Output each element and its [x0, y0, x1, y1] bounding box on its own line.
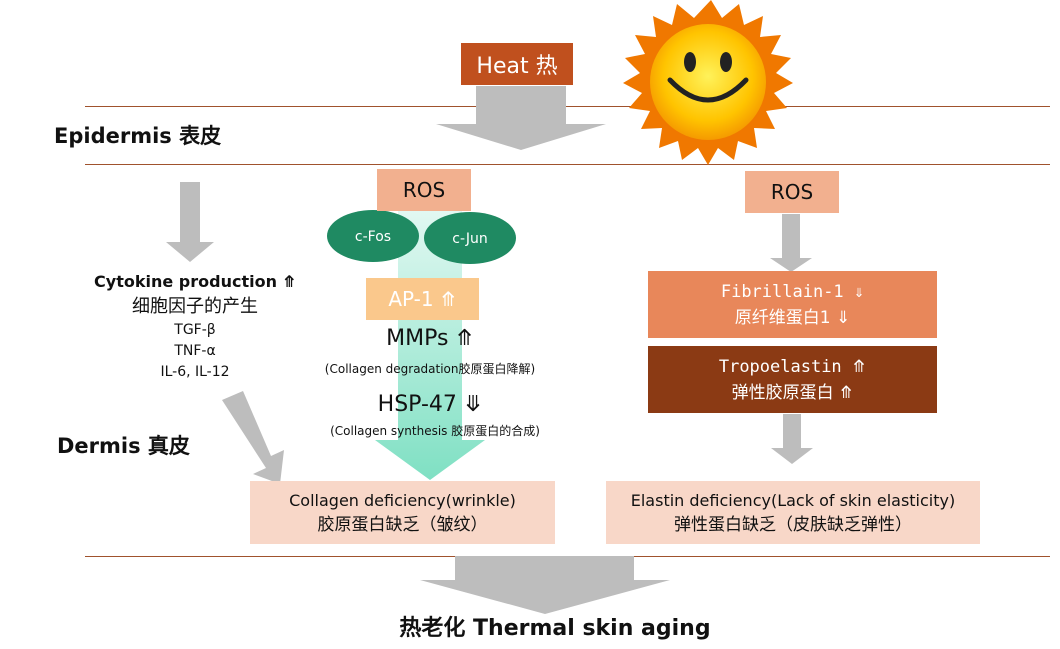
- elastin-deficiency-box: Elastin deficiency(Lack of skin elastici…: [606, 481, 980, 544]
- tropoelastin-label-en: Tropoelastin ⤊: [718, 356, 867, 377]
- fibrillin-label-cn: 原纤维蛋白1 ⇓: [734, 307, 851, 328]
- cytokine-item: TGF-β: [174, 322, 216, 338]
- mmps-label: MMPs ⤊: [386, 326, 474, 351]
- collagen-deficiency-box: Collagen deficiency(wrinkle) 胶原蛋白缺乏（皱纹）: [250, 481, 555, 544]
- thermal-aging-result: 热老化 Thermal skin aging: [399, 616, 711, 641]
- c-fos-ellipse: [327, 210, 419, 262]
- fibrillin-label-en: Fibrillain-1 ⇓: [720, 281, 865, 302]
- ros-label: ROS: [770, 180, 814, 204]
- right-bottom-arrow: [771, 414, 813, 464]
- cytokine-item: IL-6, IL-12: [160, 364, 230, 380]
- c-jun-label-box: c-Jun: [424, 226, 516, 252]
- ros-box-middle: ROS: [377, 169, 471, 211]
- tropoelastin-label-cn: 弹性胶原蛋白 ⤊: [731, 382, 854, 403]
- cytokine-title: Cytokine production ⤊: [94, 272, 296, 291]
- left-down-arrow: [166, 182, 214, 262]
- tropoelastin-box: Tropoelastin ⤊ 弹性胶原蛋白 ⤊: [648, 346, 937, 413]
- c-fos-label-box: c-Fos: [327, 224, 419, 250]
- epidermis-bottom-line: [85, 164, 1050, 165]
- c-jun-label: c-Jun: [452, 231, 488, 247]
- ap1-label: AP-1 ⤊: [388, 287, 457, 311]
- ap1-box: AP-1 ⤊: [366, 278, 479, 320]
- hsp-label: HSP-47 ⤋: [377, 392, 483, 417]
- epidermis-top-line: [85, 106, 1050, 107]
- heat-label: Heat 热: [476, 54, 558, 79]
- cytokine-subtitle: 细胞因子的产生: [132, 296, 258, 317]
- collagen-deficiency-cn: 胶原蛋白缺乏（皱纹）: [317, 514, 488, 535]
- bottom-down-arrow: [420, 556, 670, 614]
- mmps-note: (Collagen degradation胶原蛋白降解): [324, 362, 536, 376]
- c-jun-ellipse: [424, 212, 516, 264]
- c-fos-label: c-Fos: [354, 229, 392, 245]
- ros-box-right: ROS: [745, 171, 839, 213]
- elastin-deficiency-en: Elastin deficiency(Lack of skin elastici…: [630, 490, 956, 510]
- middle-gradient-arrow: [375, 210, 485, 480]
- epidermis-label: Epidermis 表皮: [54, 124, 222, 148]
- sun-icon: [623, 0, 793, 165]
- fibrillin-box: Fibrillain-1 ⇓ 原纤维蛋白1 ⇓: [648, 271, 937, 338]
- cytokine-group: Cytokine production ⤊ 细胞因子的产生 TGF-β TNF-…: [85, 270, 305, 383]
- heat-down-arrow: [436, 86, 606, 150]
- hsp-note: (Collagen synthesis 胶原蛋白的合成): [330, 424, 540, 438]
- dermis-label: Dermis 真皮: [57, 434, 190, 458]
- elastin-deficiency-cn: 弹性蛋白缺乏（皮肤缺乏弹性）: [674, 514, 912, 535]
- left-diagonal-arrow: [222, 391, 284, 484]
- cytokine-item: TNF-α: [174, 343, 216, 359]
- heat-box: Heat 热: [461, 43, 573, 85]
- ros-label: ROS: [402, 178, 446, 202]
- collagen-deficiency-en: Collagen deficiency(wrinkle): [289, 490, 516, 510]
- right-top-arrow: [770, 214, 812, 272]
